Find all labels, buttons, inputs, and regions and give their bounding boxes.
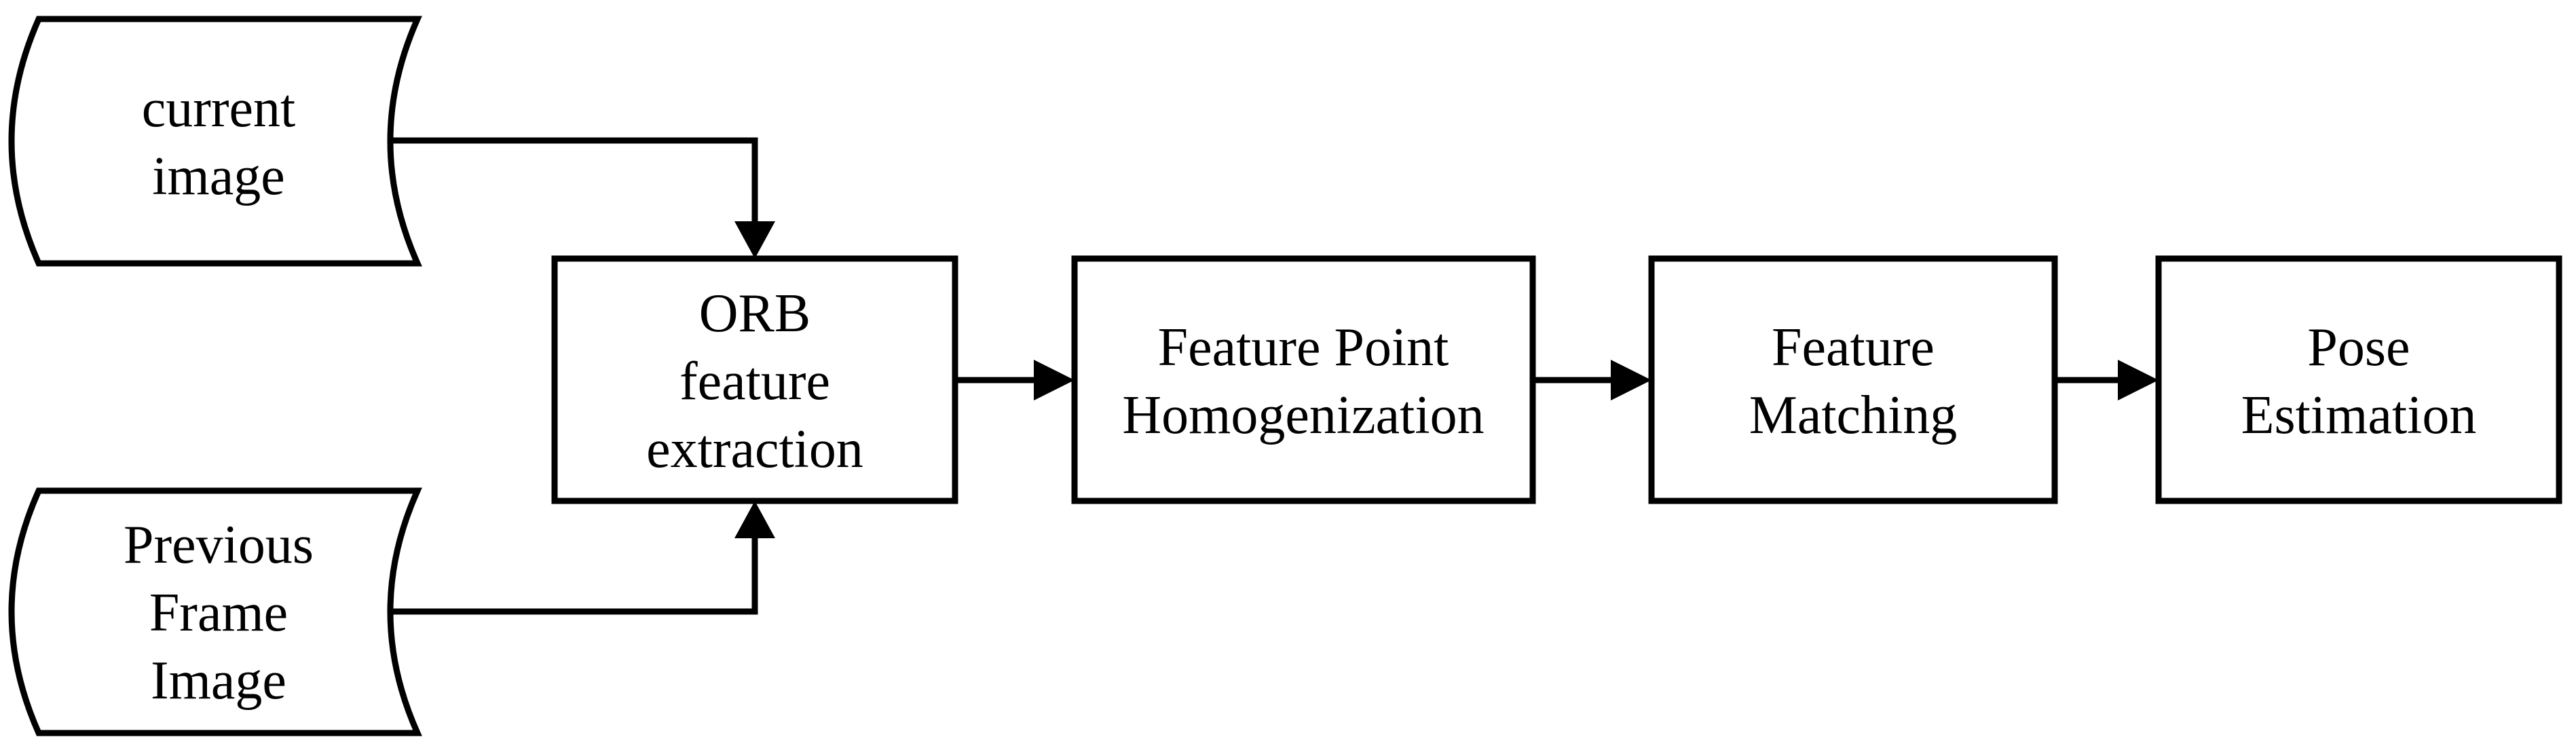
node-label-line: Homogenization [1122, 386, 1484, 445]
node-label-line: ORB [699, 284, 811, 343]
node-label-line: Matching [1749, 386, 1958, 445]
node-label-line: extraction [646, 419, 863, 479]
process-box [2155, 255, 2562, 504]
process-box [551, 255, 958, 504]
node-orb-feature-extraction: ORB feature extraction [551, 255, 958, 504]
arrowhead-down-icon [734, 221, 775, 259]
edge-line [390, 536, 758, 615]
node-pose-estimation: Pose Estimation [2155, 255, 2562, 504]
node-feature-point-homogenization: Feature Point Homogenization [1071, 255, 1536, 504]
edge-line [390, 137, 758, 225]
node-label-line: current [142, 79, 296, 138]
stored-data-shape [8, 16, 422, 267]
node-previous-frame-image: Previous Frame Image [8, 487, 422, 736]
node-feature-matching: Feature Matching [1648, 255, 2058, 504]
arrowhead-right-icon [2118, 360, 2159, 400]
node-label-line: Pose [2307, 318, 2410, 377]
edge-homogenization-to-matching [1533, 360, 1651, 400]
node-label-line: feature [679, 352, 830, 411]
node-label-line: Previous [124, 515, 314, 575]
arrowhead-up-icon [734, 501, 775, 538]
arrowhead-right-icon [1611, 360, 1651, 400]
node-label-line: Image [151, 651, 286, 711]
node-label-line: Estimation [2241, 386, 2477, 445]
node-label-line: Frame [149, 583, 288, 643]
stored-data-shape [8, 487, 422, 736]
node-label-line: Feature Point [1158, 318, 1449, 377]
arrowhead-right-icon [1034, 360, 1075, 400]
edge-current-image-to-orb [390, 137, 775, 259]
edge-orb-to-homogenization [955, 360, 1075, 400]
node-label-line: Feature [1772, 318, 1935, 377]
process-box [1648, 255, 2058, 504]
edge-previous-frame-to-orb [390, 501, 775, 615]
process-box [1071, 255, 1536, 504]
node-current-image: current image [8, 16, 422, 267]
edge-matching-to-pose [2055, 360, 2159, 400]
node-label-line: image [152, 147, 284, 206]
